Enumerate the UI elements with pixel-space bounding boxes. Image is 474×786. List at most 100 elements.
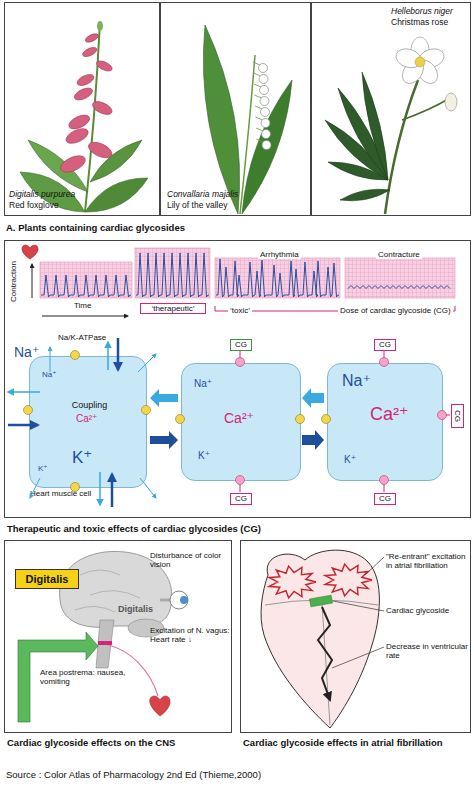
foxglove-flower — [91, 99, 114, 117]
cg-tag: CG — [374, 493, 396, 505]
node-text: K⁺ — [198, 450, 210, 462]
node-text: Lily of the valley — [167, 201, 227, 211]
panel-frame: Therapeutic and toxic effects of cardiac… — [4, 240, 471, 518]
contraction-trace — [41, 275, 131, 297]
binding-stalk — [384, 350, 385, 358]
exchange-arrow — [302, 388, 324, 408]
node-text: Red foxglove — [9, 201, 59, 211]
cg-tag: CG — [230, 493, 252, 505]
trace-grid — [135, 248, 210, 298]
contraction-trace — [348, 286, 450, 289]
node-text: K⁺ — [72, 448, 92, 468]
reentry-excitation — [269, 566, 316, 598]
exchange-arrow — [150, 389, 178, 407]
node-text: K⁺ — [344, 454, 356, 466]
trace-grid — [40, 262, 132, 298]
node-text: CG — [375, 494, 395, 503]
foxglove-flower — [58, 152, 88, 175]
heart-muscle-cell: Na⁺Na⁺CouplingCa²⁺K⁺K⁺ — [29, 356, 147, 488]
lily-bell — [261, 108, 270, 117]
plant-stem — [240, 55, 255, 214]
av-plane — [265, 600, 378, 605]
axis-arrow — [42, 316, 128, 317]
binding-stalk — [240, 484, 241, 492]
lily-bell — [262, 130, 271, 139]
node-text: Digitalis — [16, 573, 78, 586]
foxglove-flower — [64, 126, 91, 147]
lily-bell — [259, 75, 268, 84]
plant-frame: Convallaria majalisLily of the valley — [160, 2, 311, 216]
flower-bud — [445, 93, 457, 111]
plant-leaf — [28, 140, 88, 192]
flower-stalk — [253, 62, 260, 65]
drug-box: Digitalis — [15, 569, 79, 589]
binding-stalk — [446, 415, 450, 416]
plant-leaf — [328, 162, 388, 180]
plant-leaf — [340, 189, 390, 201]
source-caption: Source : Color Atlas of Pharmacology 2nd… — [6, 770, 261, 781]
leader-line — [332, 647, 384, 668]
foxglove-flower — [86, 139, 114, 161]
effect-label: Excitation of N. vagus: Heart rate ↓ — [150, 626, 230, 644]
callout-label: Cardiac glycoside — [386, 606, 468, 615]
plant-stem — [385, 80, 418, 214]
node-text: Helleborus niger — [391, 7, 453, 17]
flower-stalk — [256, 128, 263, 131]
lily-bell — [259, 64, 268, 73]
node-text: CG — [231, 340, 251, 349]
brainstem — [96, 620, 114, 668]
contraction-trace — [136, 253, 209, 297]
cg-tag: CG — [374, 339, 396, 351]
effect-label: Area postrema: nausea, vomiting — [40, 668, 130, 686]
flower-stalk — [257, 139, 264, 142]
node-text: Coupling — [62, 400, 117, 410]
flower-stalk — [254, 84, 261, 87]
eye-iris — [180, 596, 188, 604]
callout-label: Decrease in ventricular rate — [386, 642, 468, 660]
node-text: Na⁺ — [42, 370, 56, 379]
node-text: CG — [453, 410, 462, 422]
dose-label: ‘toxic’ — [228, 306, 252, 315]
plant-leaf — [242, 80, 292, 214]
trace-label: Arrhythmia — [258, 250, 301, 259]
flower-stalk — [255, 106, 262, 109]
eye-symbol — [170, 591, 188, 609]
axis-label: Dose of cardiac glycoside (CG) — [338, 306, 453, 315]
foxglove-flower — [81, 45, 98, 58]
foxglove-flower — [75, 72, 95, 88]
axis-label: Contraction — [9, 261, 18, 302]
callout-label: "Re-entrant" excitation in atrial fibril… — [386, 552, 468, 570]
node-text: Ca²⁺ — [76, 413, 97, 425]
node-text: CG — [375, 340, 395, 349]
binding-stalk — [240, 350, 241, 358]
vagus-nucleus — [98, 641, 112, 645]
node-text: CG — [231, 494, 251, 503]
leader-line — [333, 601, 384, 611]
trace-grid — [345, 258, 455, 298]
plant-leaf — [85, 178, 148, 212]
flower-center — [415, 57, 425, 67]
plant-stem — [402, 98, 450, 120]
node-text: Na⁺ — [194, 378, 212, 390]
plant-frame: Digitalis purpureaRed foxglove — [4, 2, 160, 216]
heart-muscle-cell: Na⁺ Ca²⁺ K⁺ — [181, 363, 301, 481]
panel-frame: Cardiac glycoside effects on the CNSDigi… — [4, 540, 232, 733]
axis-label: Time — [74, 301, 91, 310]
plant-frame: Helleborus nigerChristmas rose — [311, 2, 471, 216]
conduction-arrow — [318, 607, 332, 700]
node-text: K⁺ — [38, 464, 48, 473]
heart-icon — [22, 245, 38, 259]
effect-label: Disturbance of color vision — [150, 551, 228, 569]
node-text: Ca²⁺ — [224, 410, 254, 426]
pump-label: Na/K-ATPase — [58, 333, 106, 342]
lily-bell — [262, 141, 271, 150]
foxglove-flower — [95, 59, 114, 73]
heart-illustration — [261, 550, 379, 728]
flower-bud — [97, 21, 103, 31]
trace-grid — [215, 258, 340, 298]
panel-caption: Cardiac glycoside effects on the CNS — [7, 738, 233, 749]
plant-leaf — [203, 25, 239, 214]
lily-bell — [261, 119, 270, 128]
drug-label: Digitalis — [118, 604, 153, 614]
